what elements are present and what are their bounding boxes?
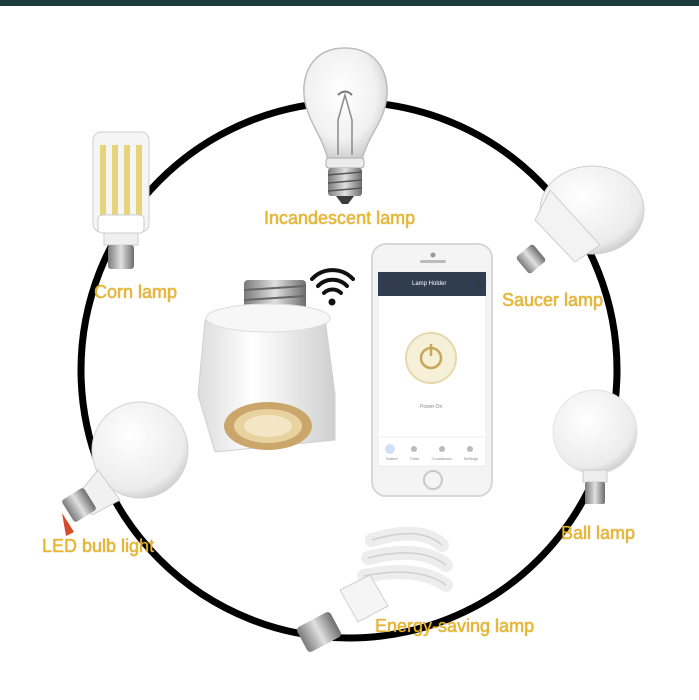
- incandescent-lamp-image: [303, 47, 388, 204]
- label-saucer: Saucer lamp: [502, 290, 604, 310]
- wifi-icon: [310, 268, 355, 306]
- nav-settings[interactable]: Settings: [463, 456, 479, 461]
- nav-timer[interactable]: Timer: [409, 456, 420, 461]
- smart-socket-image: [197, 280, 336, 453]
- label-corn: Corn lamp: [94, 282, 178, 302]
- label-ball: Ball lamp: [561, 523, 636, 543]
- corn-lamp-image: [92, 131, 150, 269]
- power-icon[interactable]: [405, 332, 457, 384]
- saucer-lamp-image: [516, 165, 645, 274]
- label-led: LED bulb light: [42, 536, 155, 556]
- led-bulb-image: [62, 401, 189, 536]
- phone-nav: Switch Timer Countdown Settings: [380, 456, 484, 461]
- nav-switch[interactable]: Switch: [385, 456, 398, 461]
- phone-image: [371, 243, 493, 497]
- top-bar: [0, 0, 699, 6]
- energy-saving-lamp-image: [297, 526, 453, 652]
- edit-icon[interactable]: ✎: [475, 281, 483, 291]
- nav-countdown[interactable]: Countdown: [431, 456, 452, 461]
- label-energy-saving: Energy-saving lamp: [375, 616, 535, 636]
- phone-title: Lamp Holder: [412, 281, 447, 287]
- power-status: Power On: [420, 404, 443, 410]
- back-arrow-icon[interactable]: ←: [384, 281, 393, 291]
- label-incandescent: Incandescent lamp: [264, 208, 416, 228]
- ball-lamp-image: [552, 389, 638, 504]
